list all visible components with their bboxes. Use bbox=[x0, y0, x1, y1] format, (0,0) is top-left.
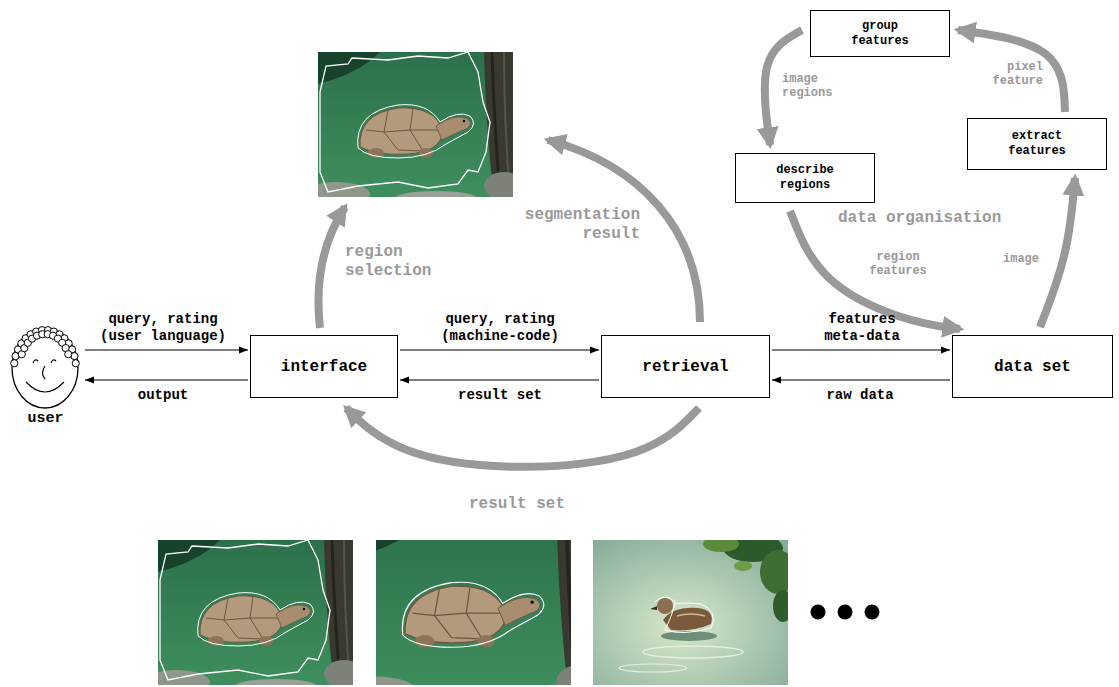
node-text: group features bbox=[843, 19, 918, 49]
flow-label: segmentation result bbox=[510, 206, 640, 244]
hair-curl bbox=[11, 360, 18, 367]
process-box: retrieval bbox=[601, 335, 770, 398]
process-box: data set bbox=[952, 335, 1113, 398]
edge-label: result set bbox=[405, 387, 595, 404]
result-photo-part bbox=[760, 550, 788, 594]
edge-label: raw data bbox=[790, 387, 930, 404]
result-photo-part bbox=[657, 598, 673, 614]
edge-label: query, rating (user language) bbox=[93, 311, 233, 345]
object-outline bbox=[402, 582, 543, 647]
hair-curl bbox=[65, 351, 72, 358]
object-outline bbox=[198, 593, 314, 646]
data-arrow bbox=[400, 349, 599, 350]
node-text: describe regions bbox=[768, 163, 843, 193]
data-arrow bbox=[85, 379, 248, 380]
face-feature bbox=[43, 366, 46, 379]
face-outline bbox=[8, 318, 83, 410]
user-figure: user bbox=[8, 318, 83, 433]
flow-arrow bbox=[346, 408, 699, 467]
result-photo bbox=[158, 540, 353, 685]
turtle-photo bbox=[376, 540, 571, 685]
flow-label: data organisation bbox=[838, 209, 1068, 228]
data-arrow bbox=[85, 349, 248, 350]
turtle-photo bbox=[318, 52, 513, 197]
region-outline bbox=[320, 52, 490, 192]
data-arrow bbox=[772, 379, 950, 380]
result-photo-part bbox=[734, 561, 752, 571]
edge-label: image regions bbox=[782, 72, 852, 101]
result-photo-part bbox=[376, 540, 571, 685]
edge-label: pixel feature bbox=[968, 60, 1043, 89]
node-text: data set bbox=[994, 357, 1071, 377]
edge-label: result set bbox=[417, 495, 617, 514]
object-outline bbox=[358, 105, 474, 158]
result-photo-part bbox=[773, 590, 788, 622]
result-photo-part bbox=[703, 540, 739, 552]
edge-label: region features bbox=[858, 250, 938, 279]
process-box: extract features bbox=[967, 118, 1107, 170]
process-box: interface bbox=[250, 335, 398, 398]
hair-curl bbox=[72, 360, 79, 367]
edge-label: features meta-data bbox=[812, 311, 912, 345]
process-box: group features bbox=[810, 10, 950, 57]
result-photo-part bbox=[643, 646, 743, 658]
edge-label: query, rating (machine-code) bbox=[405, 311, 595, 345]
data-arrow bbox=[400, 379, 599, 380]
flow-label: region selection bbox=[345, 243, 455, 281]
result-photo-part bbox=[593, 540, 788, 685]
node-text: interface bbox=[281, 357, 367, 377]
result-photo-part bbox=[619, 664, 687, 672]
turtle-photo bbox=[158, 540, 353, 685]
node-text: extract features bbox=[1000, 129, 1075, 159]
result-photo-part bbox=[677, 614, 705, 616]
face-feature bbox=[33, 360, 38, 363]
node-text: user bbox=[27, 410, 63, 429]
region-outline bbox=[160, 540, 330, 680]
process-box: describe regions bbox=[735, 153, 875, 203]
segmented-photo bbox=[318, 52, 513, 197]
result-photo-part bbox=[655, 597, 713, 633]
edge-label: image bbox=[1003, 252, 1053, 266]
flow-arrow bbox=[1040, 178, 1075, 327]
node-text: retrieval bbox=[642, 357, 728, 377]
face-outline bbox=[12, 328, 78, 408]
result-photo bbox=[593, 540, 788, 685]
ellipsis-dot bbox=[838, 605, 853, 620]
flow-arrow bbox=[958, 30, 1065, 112]
flow-arrow bbox=[318, 207, 345, 328]
data-arrow bbox=[772, 349, 950, 350]
edge-label: output bbox=[93, 387, 233, 404]
face-feature bbox=[26, 382, 64, 392]
result-photo-part bbox=[650, 606, 657, 610]
ellipsis-dot bbox=[811, 605, 826, 620]
face-feature bbox=[51, 360, 56, 363]
result-photo bbox=[376, 540, 571, 685]
ellipsis-dot bbox=[865, 605, 880, 620]
